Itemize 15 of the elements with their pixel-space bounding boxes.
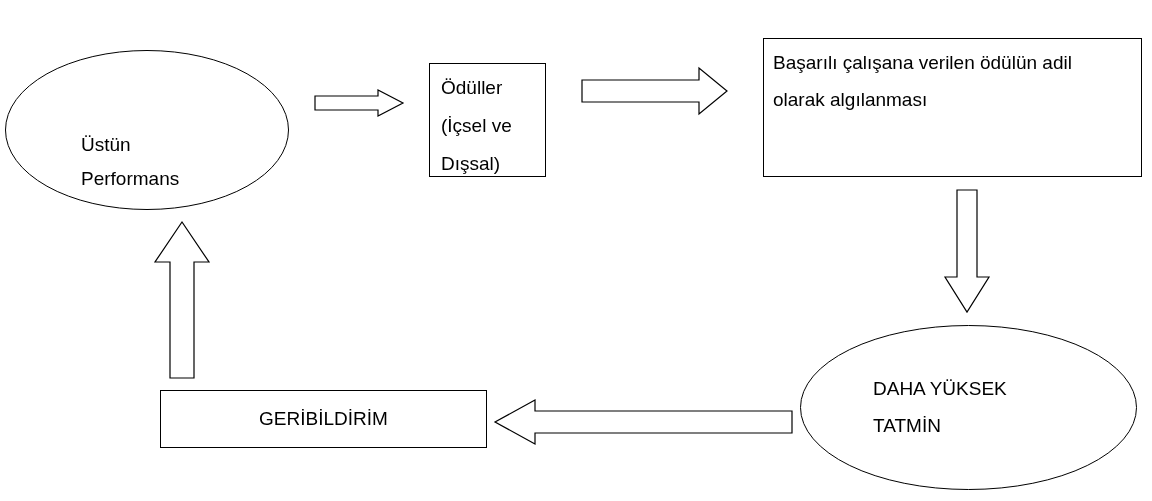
process-box [429,63,546,177]
block-arrow [581,66,728,116]
block-arrow [153,220,211,379]
process-box [763,38,1142,177]
block-arrow [493,399,793,445]
block-arrow [943,189,991,314]
node-label: Üstün Performans [81,133,181,191]
node-label: Ödüller (İçsel ve Dışsal) [441,76,513,176]
node-label: Başarılı çalışana verilen ödülün adil olarak algılanması [773,51,1073,112]
ellipse-node [5,50,289,210]
node-label: DAHA YÜKSEK TATMİN [873,377,1008,438]
process-box [160,390,487,448]
ellipse-node [800,325,1137,490]
block-arrow [314,89,405,117]
node-label: GERİBİLDİRİM [258,407,389,431]
